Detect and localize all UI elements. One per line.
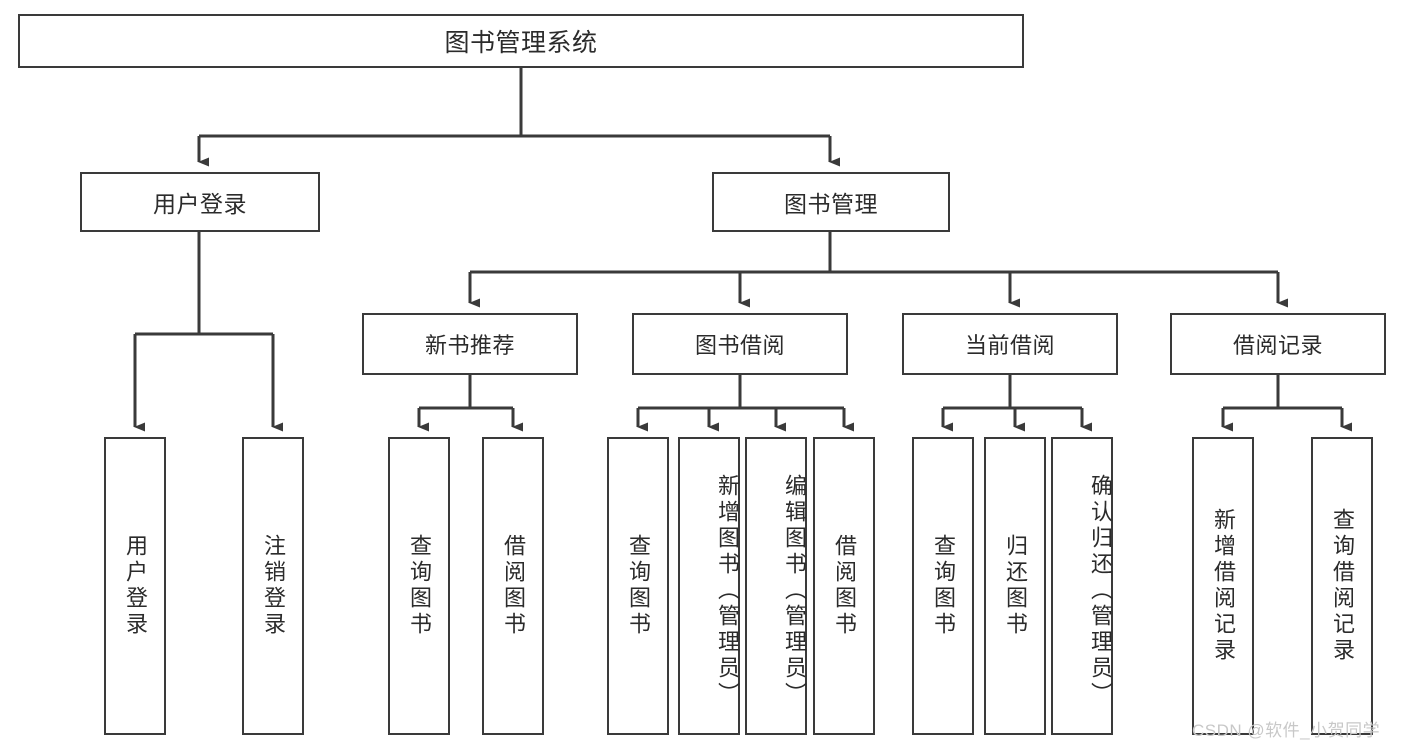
node-level3-1[interactable]: 图书借阅	[632, 313, 848, 375]
node-leaf-4[interactable]: 查询图书	[607, 437, 669, 735]
node-leaf-7[interactable]: 借阅图书	[813, 437, 875, 735]
node-level2-0[interactable]: 用户登录	[80, 172, 320, 232]
node-leaf-9[interactable]: 归还图书	[984, 437, 1046, 735]
node-leaf-5[interactable]: 新增图书（管理员）	[678, 437, 740, 735]
node-level3-0[interactable]: 新书推荐	[362, 313, 578, 375]
node-leaf-label-7: 借阅图书	[832, 534, 857, 638]
node-leaf-label-5: 新增图书（管理员）	[715, 474, 740, 708]
node-leaf-11[interactable]: 新增借阅记录	[1192, 437, 1254, 735]
csdn-watermark: CSDN @软件_小贺同学	[1192, 721, 1381, 740]
node-leaf-1[interactable]: 注销登录	[242, 437, 304, 735]
node-leaf-label-11: 新增借阅记录	[1211, 508, 1236, 664]
node-level3-3[interactable]: 借阅记录	[1170, 313, 1386, 375]
node-leaf-label-1: 注销登录	[261, 534, 286, 638]
node-leaf-label-6: 编辑图书（管理员）	[782, 474, 807, 708]
node-leaf-label-3: 借阅图书	[501, 534, 526, 638]
node-level2-1[interactable]: 图书管理	[712, 172, 950, 232]
node-leaf-2[interactable]: 查询图书	[388, 437, 450, 735]
node-level3-2[interactable]: 当前借阅	[902, 313, 1118, 375]
node-leaf-8[interactable]: 查询图书	[912, 437, 974, 735]
node-leaf-label-0: 用户登录	[123, 534, 148, 638]
node-leaf-label-9: 归还图书	[1003, 534, 1028, 638]
node-leaf-label-12: 查询借阅记录	[1330, 508, 1355, 664]
node-leaf-3[interactable]: 借阅图书	[482, 437, 544, 735]
node-leaf-10[interactable]: 确认归还（管理员）	[1051, 437, 1113, 735]
node-leaf-label-4: 查询图书	[626, 534, 651, 638]
node-leaf-label-8: 查询图书	[931, 534, 956, 638]
node-leaf-label-2: 查询图书	[407, 534, 432, 638]
node-leaf-6[interactable]: 编辑图书（管理员）	[745, 437, 807, 735]
node-root-system[interactable]: 图书管理系统	[18, 14, 1024, 68]
node-leaf-0[interactable]: 用户登录	[104, 437, 166, 735]
node-leaf-12[interactable]: 查询借阅记录	[1311, 437, 1373, 735]
node-leaf-label-10: 确认归还（管理员）	[1088, 474, 1113, 708]
